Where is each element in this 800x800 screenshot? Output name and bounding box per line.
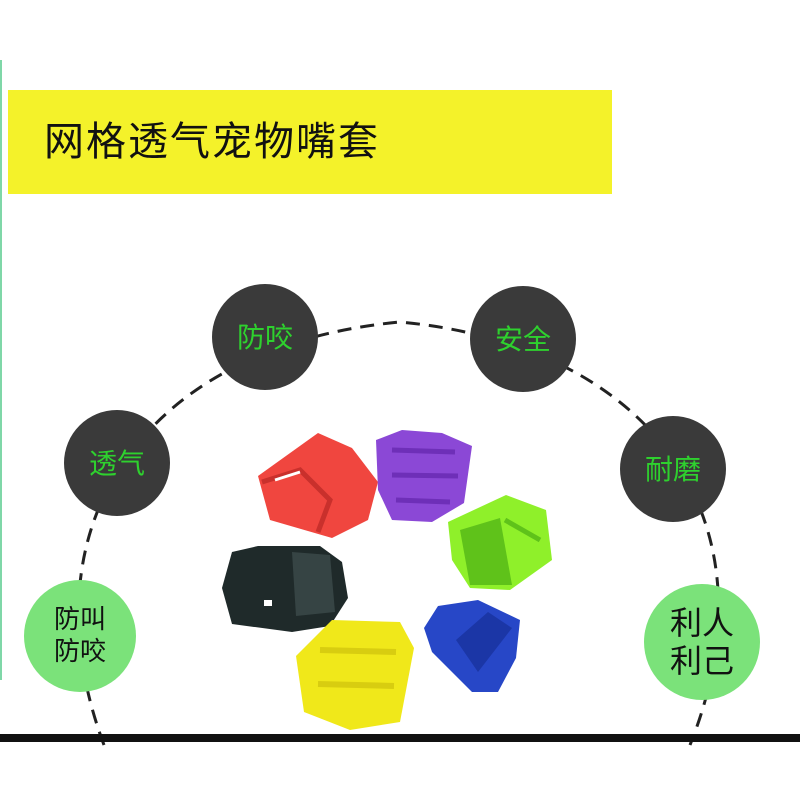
feature-label: 利人 利己: [669, 603, 734, 680]
left-edge-line: [0, 60, 2, 680]
title-banner: 网格透气宠物嘴套: [8, 90, 612, 194]
feature-badge-anti-bite: 防咬: [212, 284, 318, 390]
green-muzzle: [448, 495, 552, 590]
yellow-muzzle: [296, 620, 414, 730]
feature-label: 防咬: [236, 320, 293, 354]
feature-label: 透气: [88, 446, 145, 480]
blue-muzzle: [424, 600, 520, 692]
ground-line: [0, 734, 800, 742]
red-muzzle: [258, 433, 378, 538]
feature-badge-benefit: 利人 利己: [644, 584, 760, 700]
feature-badge-durable: 耐磨: [620, 416, 726, 522]
feature-label: 耐磨: [644, 452, 701, 486]
feature-badge-anti-bark: 防叫 防咬: [24, 580, 136, 692]
feature-badge-breathable: 透气: [64, 410, 170, 516]
feature-label: 防叫 防咬: [53, 604, 106, 668]
purple-muzzle: [376, 430, 472, 522]
black-muzzle: [222, 546, 348, 632]
banner-title: 网格透气宠物嘴套: [44, 119, 380, 165]
feature-label: 安全: [494, 322, 551, 356]
feature-badge-safety: 安全: [470, 286, 576, 392]
